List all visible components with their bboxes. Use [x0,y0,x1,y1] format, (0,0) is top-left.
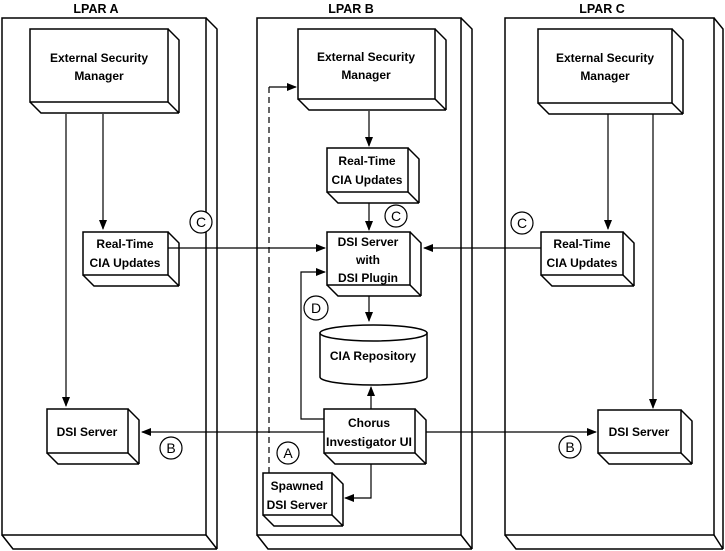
dsi-plugin-label-line2: with [355,253,380,267]
arrow-chorus-to-dsi-plugin [300,268,326,420]
badge-c-letter: C [517,215,527,231]
spawned-label-line2: DSI Server [267,498,328,512]
badge-b-lpar-a: B [159,436,183,460]
dsi-server-box-lpar-c: DSI Server [597,409,693,465]
badge-a-lpar-b: A [276,441,300,465]
dsi-plugin-box-lpar-b: DSI Server with DSI Plugin [326,231,422,297]
badge-d-letter: D [311,300,321,316]
badge-c-lpar-c: C [510,211,534,235]
badge-b-letter: B [166,440,175,456]
badge-a-letter: A [283,445,293,461]
dsi-plugin-label-line3: DSI Plugin [338,271,398,285]
connectors [62,83,657,502]
dsi-server-label: DSI Server [57,425,118,439]
dsi-plugin-label-line1: DSI Server [338,235,399,249]
esm-label-line1: External Security [317,50,415,64]
updates-label-line1: Real-Time [96,237,153,251]
chorus-label-line1: Chorus [348,416,390,430]
esm-box-lpar-a: External Security Manager [29,28,180,114]
badge-c-letter: C [391,208,401,224]
dsi-server-label: DSI Server [609,425,670,439]
badge-c-letter: C [196,214,206,230]
arrow-chorus-to-spawned [344,464,372,502]
updates-label-line1: Real-Time [553,237,610,251]
esm-label-line1: External Security [50,51,148,65]
badge-b-lpar-c: B [558,435,582,459]
updates-label-line2: CIA Updates [90,256,161,270]
badge-c-lpar-a: C [189,210,213,234]
lpar-c-title: LPAR C [579,2,625,16]
badge-c-lpar-b: C [384,204,408,228]
updates-label-line2: CIA Updates [547,256,618,270]
spawned-label-line1: Spawned [271,479,324,493]
lpar-b-title: LPAR B [328,2,374,16]
cia-repository-label: CIA Repository [330,349,417,363]
cia-repository-cylinder: CIA Repository [319,324,428,386]
updates-box-lpar-c: Real-Time CIA Updates [540,231,635,287]
updates-label-line2: CIA Updates [332,173,403,187]
updates-label-line1: Real-Time [338,154,395,168]
esm-label-line2: Manager [341,68,391,82]
spawned-dsi-box: Spawned DSI Server [262,472,344,527]
updates-box-lpar-a: Real-Time CIA Updates [82,231,180,287]
badge-b-letter: B [565,439,574,455]
lpar-a-title: LPAR A [73,2,118,16]
badge-d-lpar-b: D [303,295,329,321]
updates-box-lpar-b: Real-Time CIA Updates [326,147,420,204]
chorus-label-line2: Investigator UI [326,435,412,449]
dsi-server-box-lpar-a: DSI Server [46,408,140,465]
esm-box-lpar-c: External Security Manager [537,28,684,115]
chorus-investigator-box: Chorus Investigator UI [323,408,427,465]
esm-label-line1: External Security [556,51,654,65]
esm-label-line2: Manager [74,69,124,83]
esm-label-line2: Manager [580,69,630,83]
esm-box-lpar-b: External Security Manager [297,28,447,111]
